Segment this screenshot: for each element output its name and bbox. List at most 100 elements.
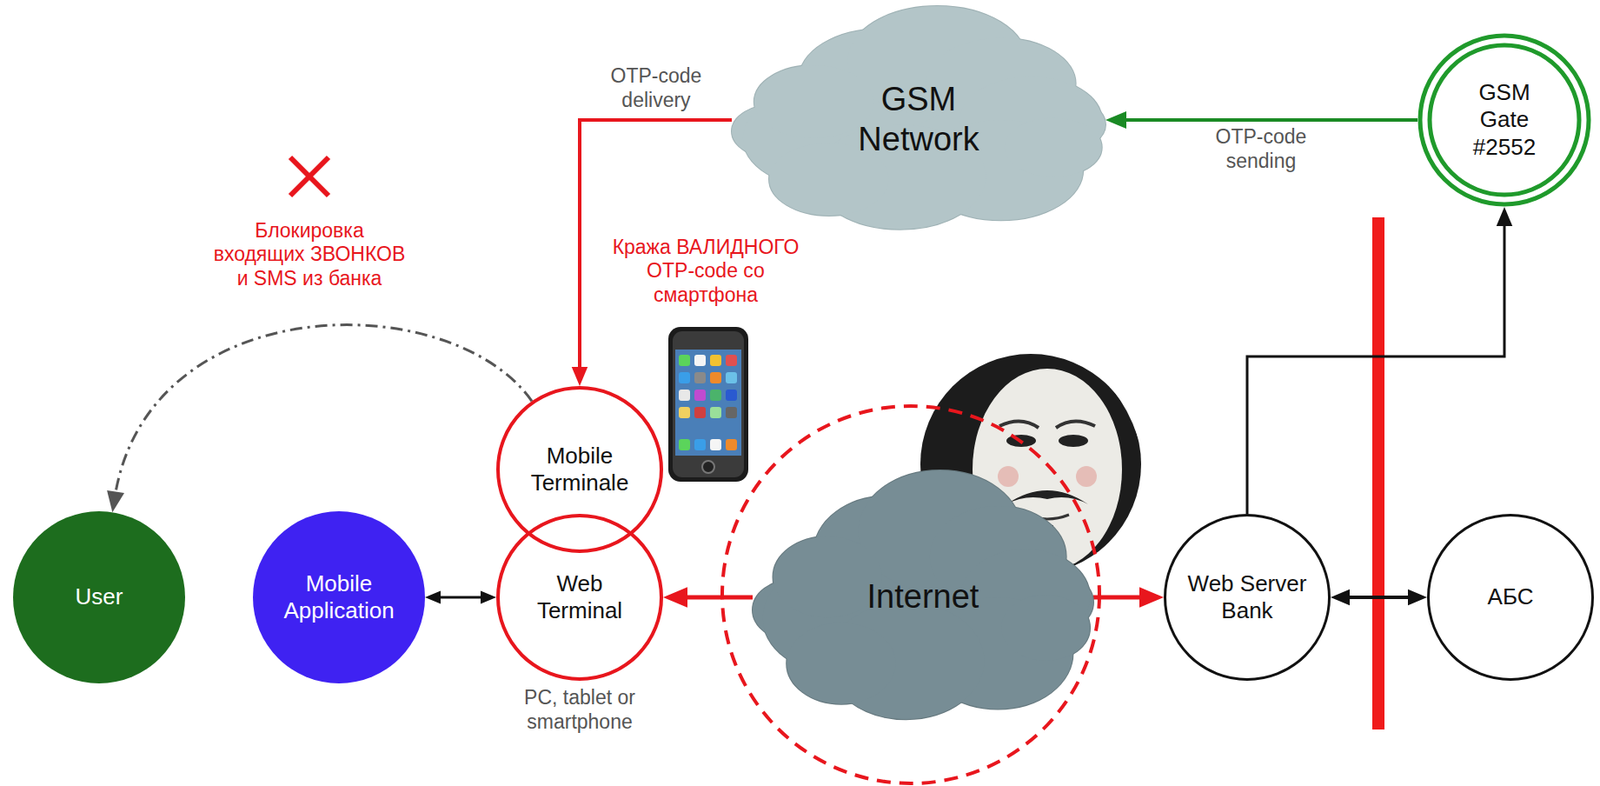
connector-line xyxy=(1093,595,1147,600)
arrow-head xyxy=(1407,589,1428,605)
circle-outline xyxy=(497,387,662,552)
node-label: Mobile Application xyxy=(269,570,409,625)
node-label: Internet xyxy=(836,577,1010,618)
terminal-circle: Mobile Terminale xyxy=(496,385,664,553)
node-label: АБС xyxy=(1445,583,1576,611)
app-icon xyxy=(678,389,691,401)
connector-line xyxy=(114,325,532,498)
arrow-head xyxy=(1139,586,1164,608)
mask-brow xyxy=(1055,420,1096,428)
system-circle: АБС xyxy=(1427,513,1594,681)
node-label: Mobile Terminale xyxy=(510,442,650,497)
phone-icon xyxy=(668,326,749,482)
connector xyxy=(424,590,497,604)
connector-line xyxy=(1247,219,1505,514)
mask-cheek xyxy=(1075,465,1097,487)
cloud-puff xyxy=(754,65,875,139)
inner-ring xyxy=(1429,45,1580,195)
app-icon xyxy=(694,354,706,366)
dock-icon xyxy=(710,438,722,451)
connector-line xyxy=(680,595,753,600)
app-icon xyxy=(694,389,706,401)
cloud-puff xyxy=(754,65,875,139)
arrow-head xyxy=(663,586,688,608)
phone-body xyxy=(668,326,749,482)
mask-cheek xyxy=(997,465,1019,487)
cloud-puff xyxy=(1004,117,1103,177)
connector xyxy=(1247,206,1513,514)
app-icon xyxy=(678,354,691,366)
circle-outline xyxy=(497,515,662,679)
cloud-puff xyxy=(1001,594,1090,661)
app-circle: Mobile Application xyxy=(252,511,425,684)
app-icon xyxy=(710,371,722,384)
phone-screen xyxy=(675,349,742,456)
connector-line xyxy=(436,596,486,599)
connector xyxy=(1330,589,1428,605)
edge-label: OTP-code delivery xyxy=(602,64,711,113)
arrow-head xyxy=(1496,206,1513,226)
connector xyxy=(106,325,532,513)
terminal-circle: Web TerminalPC, tablet or smartphone xyxy=(496,513,664,681)
mask-brow xyxy=(999,420,1039,428)
outer-ring xyxy=(1420,35,1589,205)
dock-icon xyxy=(725,438,737,451)
app-icon xyxy=(725,389,737,401)
security-perimeter-bar xyxy=(1372,217,1385,730)
cloud-puff xyxy=(773,536,883,618)
cloud-puff xyxy=(786,622,896,704)
circle-outline xyxy=(1428,515,1594,680)
phone-bezel xyxy=(672,331,744,478)
app-icon xyxy=(710,389,722,401)
circle-outline xyxy=(13,511,186,684)
gateway-circle: GSM Gate #2552 xyxy=(1417,33,1592,207)
cross-stroke xyxy=(290,157,329,196)
arrow-head xyxy=(480,590,497,604)
app-icon xyxy=(694,371,706,384)
app-icon xyxy=(725,406,737,419)
edge-label: OTP-code sending xyxy=(1200,125,1322,173)
connector-line xyxy=(1343,595,1414,599)
circle-outline xyxy=(1165,515,1330,680)
arrow-head xyxy=(1105,111,1127,129)
node-outline xyxy=(731,6,1106,234)
network-cloud: GSM Network xyxy=(731,6,1106,234)
connector xyxy=(1093,586,1164,608)
home-button xyxy=(702,460,715,473)
node-label: Web Terminal xyxy=(514,570,645,625)
cloud-puff xyxy=(786,622,896,704)
app-icon xyxy=(694,406,706,419)
arrow-head xyxy=(1330,589,1350,605)
node-label: GSM Gate #2552 xyxy=(1463,79,1547,161)
app-icon xyxy=(678,406,691,419)
node-label: User xyxy=(33,583,165,611)
node-label: Web Server Bank xyxy=(1177,570,1317,625)
actor-circle: User xyxy=(13,511,186,684)
network-cloud: Internet xyxy=(752,470,1094,724)
arrow-head xyxy=(571,366,588,386)
annotation-text: Кража ВАЛИДНОГО OTP-code со смартфона xyxy=(597,235,815,308)
app-icon xyxy=(725,354,737,366)
cloud-puff xyxy=(773,536,883,618)
cloud-puff xyxy=(1004,117,1103,177)
circle-outline xyxy=(252,511,425,684)
cloud-puff xyxy=(1001,594,1090,661)
mask-eye xyxy=(1058,434,1089,447)
connector-line xyxy=(1120,118,1418,122)
dock-icon xyxy=(694,438,706,451)
edge-label: Блокировка входящих ЗВОНКОВ и SMS из бан… xyxy=(210,219,409,292)
arrow-head xyxy=(424,590,441,604)
node-caption: PC, tablet or smartphone xyxy=(492,685,667,734)
app-icon xyxy=(725,371,737,384)
dock-icon xyxy=(678,438,691,451)
app-icon xyxy=(678,371,691,384)
attack-zone-circle xyxy=(722,405,1100,784)
connector xyxy=(663,586,753,608)
app-icon xyxy=(710,406,722,419)
app-icon xyxy=(710,354,722,366)
cross-mark xyxy=(290,157,329,196)
server-circle: Web Server Bank xyxy=(1163,513,1331,681)
node-label: GSM Network xyxy=(827,79,1010,160)
arrow-head xyxy=(106,490,125,512)
